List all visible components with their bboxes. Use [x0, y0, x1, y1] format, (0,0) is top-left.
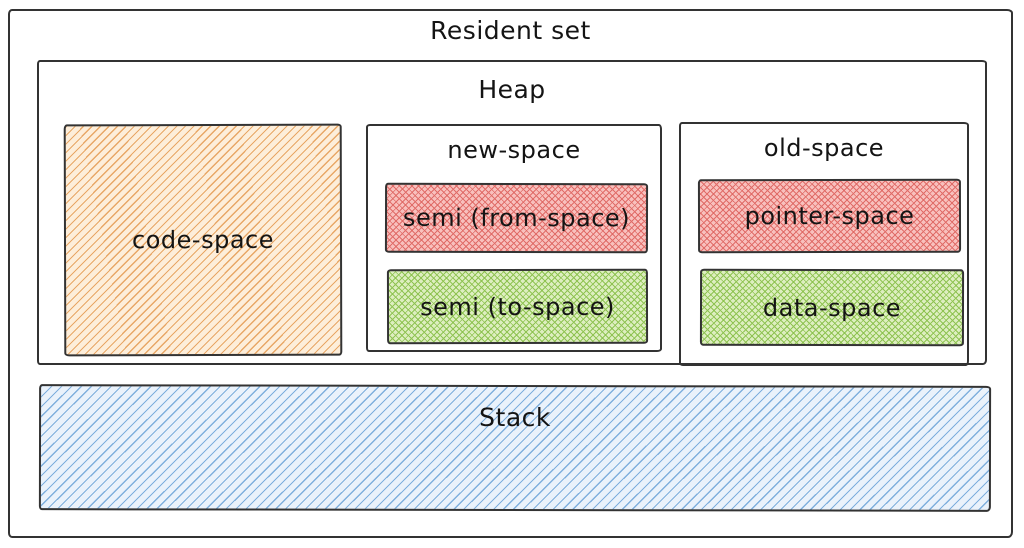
- code-space-label: code-space: [131, 225, 275, 255]
- resident-set-box: Resident set Heap code-space new-space s…: [8, 9, 1013, 538]
- semi-from-space-label: semi (from-space): [402, 203, 631, 233]
- heap-title: Heap: [478, 75, 546, 104]
- code-space-box: code-space: [63, 123, 343, 357]
- data-space-label: data-space: [762, 293, 902, 322]
- old-space-box: old-space pointer-space data-space: [679, 122, 969, 366]
- pointer-space-label: pointer-space: [744, 201, 915, 231]
- semi-to-space-box: semi (to-space): [386, 268, 649, 345]
- stack-box: Stack: [38, 384, 992, 512]
- stack-label: Stack: [479, 402, 551, 433]
- new-space-title: new-space: [447, 136, 581, 164]
- semi-from-space-box: semi (from-space): [384, 182, 649, 254]
- heap-box: Heap code-space new-space semi (from-spa…: [37, 60, 987, 366]
- resident-set-title: Resident set: [430, 16, 591, 45]
- old-space-title: old-space: [763, 134, 885, 162]
- data-space-box: data-space: [699, 268, 965, 347]
- semi-to-space-label: semi (to-space): [420, 292, 615, 321]
- pointer-space-box: pointer-space: [697, 178, 962, 254]
- new-space-box: new-space semi (from-space) semi (to-spa…: [366, 124, 662, 352]
